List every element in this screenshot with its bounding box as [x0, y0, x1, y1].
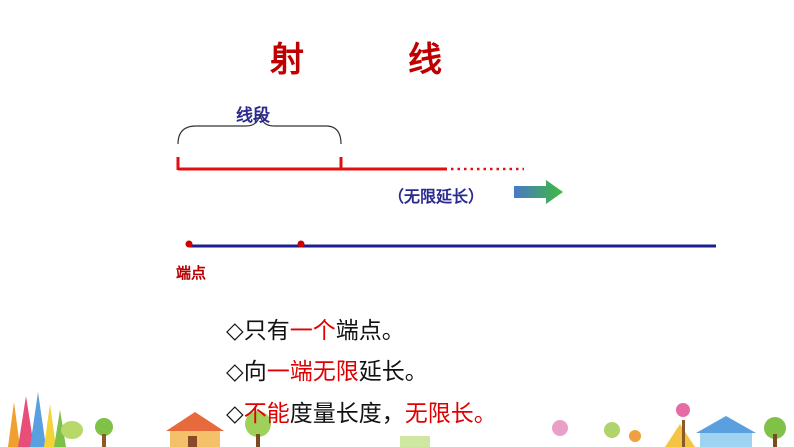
bullet-text: 延长。: [358, 359, 428, 385]
bullet-text: 度量长度，: [289, 401, 405, 427]
diamond-icon: ◇: [226, 401, 244, 427]
bullet-line-1: ◇只有一个端点。: [226, 311, 405, 345]
segment-brace: [177, 113, 342, 145]
diamond-icon: ◇: [226, 318, 244, 344]
arrow-right-icon: [514, 180, 563, 204]
bullet-emphasis: 不能: [243, 401, 290, 427]
bullet-text: 只有: [243, 318, 290, 344]
bullet-emphasis: 一个: [289, 318, 336, 344]
bullet-emphasis: 无限长。: [404, 401, 497, 427]
extend-label: （无限延长）: [388, 187, 485, 206]
bullet-line-2: ◇向一端无限延长。: [226, 352, 428, 386]
title-char-2: 线: [408, 40, 442, 80]
bullet-line-3: ◇不能度量长度，无限长。: [226, 394, 497, 428]
point-dot: [297, 240, 305, 248]
endpoint-dot: [185, 240, 193, 248]
segment-label: 线段: [236, 106, 270, 126]
bullet-text: 端点。: [335, 318, 405, 344]
bullet-emphasis: 一端无限: [266, 359, 359, 385]
title-char-1: 射: [270, 40, 304, 80]
footer-decoration: [8, 392, 786, 447]
endpoint-label: 端点: [176, 264, 207, 282]
bullet-text: 向: [243, 359, 267, 385]
diamond-icon: ◇: [226, 359, 244, 385]
